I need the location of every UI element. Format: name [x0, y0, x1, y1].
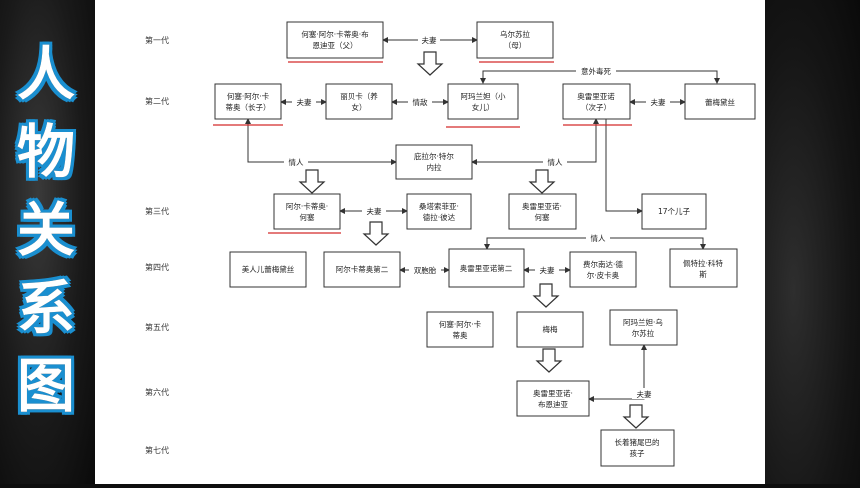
edge-label-lover-gen4: 情人 — [591, 233, 606, 243]
node-ursula-line1: 乌尔苏拉 — [500, 29, 530, 39]
gen-label-7: 第七代 — [145, 445, 169, 455]
descent-arrow-2 — [298, 169, 326, 194]
node-aureliano-line2: （次子） — [581, 102, 611, 112]
node-arcadio-jose-line1: 阿尔·卡蒂奥· — [286, 201, 328, 211]
node-aureliano-segundo: 奥雷里亚诺第二 — [460, 263, 513, 273]
node-eldest-son-line1: 何塞·阿尔·卡 — [227, 91, 270, 101]
edge-label-spouse-gen1: 夫妻 — [422, 35, 437, 45]
gen-label-5: 第五代 — [145, 322, 169, 332]
node-santa-sofia-line1: 桑塔索菲亚· — [419, 201, 459, 211]
node-arcadio-segundo: 阿尔卡蒂奥第二 — [336, 264, 389, 274]
node-aureliano-babilonia-line2: 布恩迪亚 — [538, 399, 568, 409]
edge-label-affair: 情敌 — [413, 97, 428, 107]
descent-arrow-3 — [528, 169, 556, 194]
node-eldest-son-line2: 蒂奥（长子） — [226, 102, 271, 112]
edge-label-spouse-gen4: 夫妻 — [540, 265, 555, 275]
node-pig-tail-child-line2: 孩子 — [630, 448, 645, 458]
node-17-sons: 17个儿子 — [658, 207, 691, 216]
node-meme: 梅梅 — [543, 324, 558, 334]
node-amaranta-line1: 阿玛兰妲（小 — [461, 91, 506, 101]
node-jose-arcadio-gen5-line1: 何塞·阿尔·卡 — [439, 319, 482, 329]
edge-label-spouse-gen2b: 夫妻 — [651, 97, 666, 107]
node-rebeca-line1: 丽贝卡（养 — [340, 91, 378, 101]
descent-arrow-1 — [416, 51, 444, 76]
node-ursula-line2: （母） — [504, 41, 527, 50]
node-amaranta-ursula-line2: 尔苏拉 — [632, 328, 655, 338]
right-dark-panel — [765, 0, 860, 484]
node-jose-arcadio-buendia-line1: 何塞·阿尔·卡蒂奥·布 — [301, 29, 369, 39]
node-aureliano-jose-line1: 奥雷里亚诺· — [522, 201, 562, 211]
node-pilar-line1: 庇拉尔·特尔 — [414, 151, 454, 161]
descent-arrow-4 — [362, 221, 390, 246]
edge-label-lover-left: 情人 — [289, 157, 304, 167]
descent-arrow-7 — [622, 404, 650, 429]
node-rebeca-line2: 女） — [352, 102, 367, 112]
node-fernanda-line1: 费尔南达·德 — [583, 259, 623, 269]
edge-label-spouse-gen3: 夫妻 — [367, 206, 382, 216]
vertical-title: 人 物 关 系 图 — [0, 0, 95, 484]
node-santa-sofia-line2: 德拉·彼达 — [423, 212, 456, 222]
gen-label-4: 第四代 — [145, 262, 169, 272]
node-jose-arcadio-buendia-line2: 恩迪亚（父） — [313, 40, 358, 50]
node-aureliano-jose-line2: 何塞 — [535, 212, 550, 222]
node-aureliano-line1: 奥雷里亚诺 — [577, 91, 615, 101]
node-petra-line2: 斯 — [699, 269, 707, 279]
node-pilar-line2: 内拉 — [427, 162, 442, 172]
title-char-2: 物 — [16, 118, 75, 186]
edge-label-lover-right: 情人 — [548, 157, 563, 167]
edge-label-spouse-gen6: 夫妻 — [637, 389, 652, 399]
node-aureliano-babilonia-line1: 奥雷里亚诺· — [533, 388, 573, 398]
edge-label-spouse-gen2a: 夫妻 — [297, 97, 312, 107]
descent-arrow-6 — [535, 348, 563, 373]
edge-label-twins: 双胞胎 — [414, 265, 437, 275]
family-tree-diagram: 第一代 第二代 第三代 第四代 第五代 第六代 第七代 — [145, 21, 756, 467]
edge-label-accident: 意外毒死 — [581, 66, 611, 76]
node-petra-line1: 佩特拉·科特 — [683, 258, 723, 268]
node-remedios-beauty: 美人儿蕾梅黛丝 — [242, 264, 295, 274]
node-amaranta-ursula-line1: 阿玛兰妲·乌 — [623, 317, 663, 327]
node-pig-tail-child-line1: 长着猪尾巴的 — [615, 437, 660, 447]
gen-label-3: 第三代 — [145, 206, 169, 216]
title-char-3: 关 — [16, 196, 75, 264]
left-dark-panel — [0, 0, 95, 484]
title-char-4: 系 — [16, 274, 75, 342]
family-tree-document: 第一代 第二代 第三代 第四代 第五代 第六代 第七代 — [95, 0, 765, 484]
title-char-1: 人 — [16, 40, 75, 108]
gen-label-2: 第二代 — [145, 96, 169, 106]
node-remedios: 蕾梅黛丝 — [705, 97, 735, 107]
descent-arrow-5 — [532, 283, 560, 308]
gen-label-6: 第六代 — [145, 387, 169, 397]
gen-label-1: 第一代 — [145, 35, 169, 45]
node-fernanda-line2: 尔·皮卡奥 — [587, 270, 620, 280]
node-arcadio-jose-line2: 何塞 — [300, 212, 315, 222]
title-char-5: 图 — [16, 352, 75, 420]
node-jose-arcadio-gen5-line2: 蒂奥 — [453, 330, 468, 340]
node-amaranta-line2: 女儿） — [472, 102, 495, 112]
